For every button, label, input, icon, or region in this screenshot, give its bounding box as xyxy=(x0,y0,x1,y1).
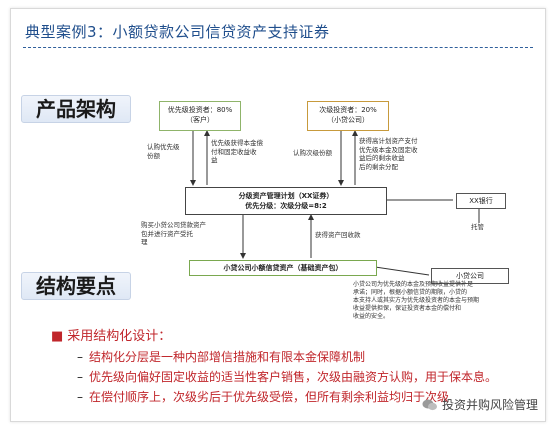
page-title: 典型案例3：小额贷款公司信贷资产支持证券 xyxy=(25,23,330,41)
note-sub-subscribe: 认购次级份额 xyxy=(293,149,332,157)
bullet-marker: ■ xyxy=(51,329,64,344)
dash-marker: – xyxy=(77,390,83,404)
structure-bullets: ■采用结构化设计： –结构化分层是一种内部增信措施和有限本金保障机制 –优先级向… xyxy=(51,325,541,408)
lender-box: 小贷公司 xyxy=(431,268,509,284)
note-sub-return: 获得高计划资产支付 优先级本金及固定收 益后的剩余收益 后的剩余分配 xyxy=(359,137,418,171)
bullet-item: –优先级向偏好固定收益的适当性客户销售，次级由融资方认购，用于保本息。 xyxy=(77,368,541,385)
wechat-icon xyxy=(422,399,437,410)
asset-management-plan-box: 分级资产管理计划（XX证券） 优先分级：次级分级=8:2 xyxy=(185,187,387,215)
senior-investor-role: （客户） xyxy=(186,116,214,124)
title-divider xyxy=(23,47,533,48)
bullet-heading-text: 采用结构化设计： xyxy=(67,329,172,344)
note-purchase: 购买小贷公司贷款资产 包并进行资产受托 理 xyxy=(141,221,206,246)
asset-pool-box: 小贷公司小额信贷资产（基础资产包） xyxy=(189,260,377,276)
bullet-item-text: 优先级向偏好固定收益的适当性客户销售，次级由融资方认购，用于保本息。 xyxy=(89,370,498,384)
custodian-bank-box: XX银行 xyxy=(456,193,506,209)
slide: 典型案例3：小额贷款公司信贷资产支持证券 产品架构 结构要点 优先级投资者：80… xyxy=(10,8,546,422)
note-lender-guarantee: 小贷公司为优先级的本金及预期收益提供补足 承诺；同时，根据小额信贷的期限，小贷的… xyxy=(353,281,480,320)
bullet-item-text: 结构化分层是一种内部增信措施和有限本金保障机制 xyxy=(89,350,366,364)
dash-marker: – xyxy=(77,370,83,384)
bullet-item: –结构化分层是一种内部增信措施和有限本金保障机制 xyxy=(77,348,541,365)
subordinate-investor-box: 次级投资者：20% （小贷公司） xyxy=(307,101,389,131)
line-pool-lender xyxy=(374,266,430,276)
bullet-heading: ■采用结构化设计： xyxy=(51,325,541,344)
subordinate-investor-role: （小贷公司） xyxy=(327,116,369,124)
note-recovery: 获得资产回收款 xyxy=(315,231,361,239)
senior-investor-box: 优先级投资者：80% （客户） xyxy=(159,101,241,131)
note-custody: 托管 xyxy=(471,223,484,231)
note-senior-subscribe: 认购优先级 份额 xyxy=(147,143,180,160)
tab-structure-points: 结构要点 xyxy=(21,272,131,300)
wechat-watermark: 投资并购风险管理 xyxy=(422,396,538,413)
senior-investor-share: 优先级投资者：80% xyxy=(167,106,233,114)
plan-ratio: 优先分级：次级分级=8:2 xyxy=(245,202,327,210)
watermark-text: 投资并购风险管理 xyxy=(441,398,538,412)
note-senior-return: 优先级获得本金偿 付和固定收益收 益 xyxy=(211,139,263,164)
subordinate-investor-share: 次级投资者：20% xyxy=(319,106,377,114)
bullet-item-text: 在偿付顺序上，次级劣后于优先级受偿，但所有剩余利益均归于次级 xyxy=(89,390,450,404)
diagram-connectors xyxy=(190,130,480,276)
plan-name: 分级资产管理计划（XX证券） xyxy=(238,192,334,200)
tab-product-architecture: 产品架构 xyxy=(21,95,131,123)
bullet-item: –在偿付顺序上，次级劣后于优先级受偿，但所有剩余利益均归于次级 xyxy=(77,388,541,405)
dash-marker: – xyxy=(77,350,83,364)
